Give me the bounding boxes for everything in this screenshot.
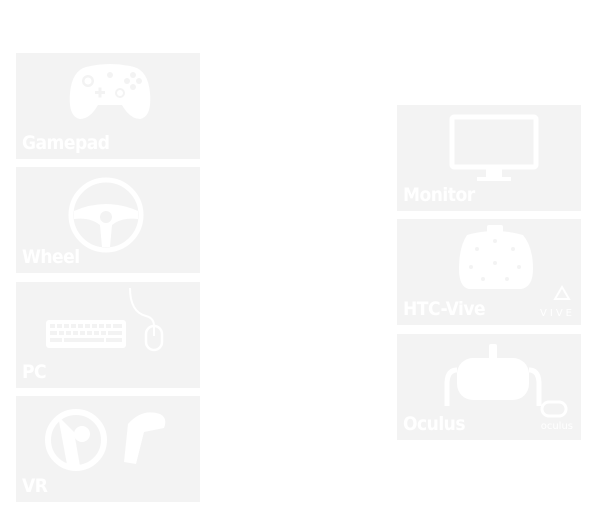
htc-vive-headset-icon	[459, 225, 571, 300]
keyboard-mouse-icon	[46, 287, 164, 352]
gamepad-icon	[69, 64, 151, 119]
htc-vive-tile[interactable]: HTC-Vive VIVE	[397, 219, 581, 325]
wheel-tile[interactable]: Wheel	[16, 167, 200, 273]
steering-wheel-icon	[68, 177, 144, 253]
vr-controllers-icon	[45, 409, 166, 471]
oculus-tile[interactable]: Oculus oculus	[397, 334, 581, 440]
pc-tile[interactable]: PC	[16, 282, 200, 388]
vr-tile[interactable]: VR	[16, 396, 200, 502]
oculus-brand-logo: oculus	[540, 421, 573, 432]
tile-label-gamepad: Gamepad	[22, 132, 110, 154]
monitor-icon	[449, 114, 539, 181]
tile-label-monitor: Monitor	[403, 184, 475, 206]
tile-label-vr: VR	[22, 475, 48, 497]
tile-label-oculus: Oculus	[403, 413, 466, 435]
tile-label-wheel: Wheel	[22, 246, 80, 268]
oculus-headset-icon	[444, 344, 568, 418]
monitor-tile[interactable]: Monitor	[397, 105, 581, 211]
tile-label-vive: HTC-Vive	[403, 298, 486, 320]
vive-brand-logo: VIVE	[540, 308, 575, 319]
tile-label-pc: PC	[22, 361, 47, 383]
gamepad-tile[interactable]: Gamepad	[16, 53, 200, 159]
